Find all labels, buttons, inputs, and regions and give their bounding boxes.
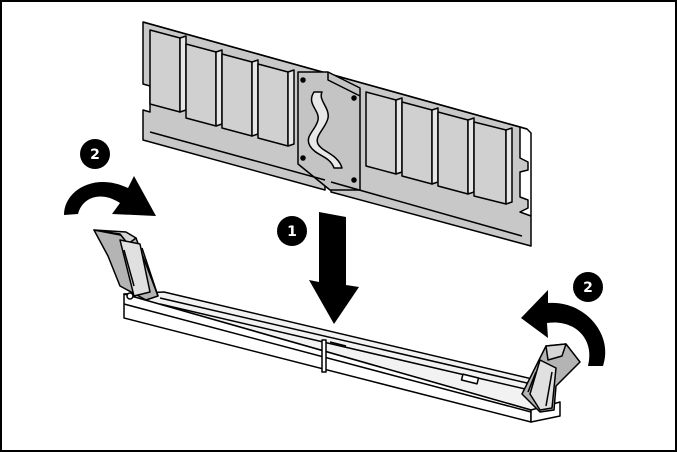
memory-module [142,21,532,247]
memory-chips-left [149,29,295,147]
svg-text:2: 2 [90,147,100,163]
insert-down-arrow [309,212,359,324]
callout-step-1: 1 [277,216,307,246]
svg-text:2: 2 [583,280,593,296]
callout-step-2-left: 2 [80,139,110,169]
callout-step-2-right: 2 [573,272,603,302]
left-latch-rotation-arrow [64,176,156,216]
svg-text:1: 1 [287,224,297,240]
right-latch-rotation-arrow [521,290,606,366]
right-latch[interactable] [521,343,581,413]
left-latch[interactable] [93,229,159,301]
memory-chips-right [365,91,513,205]
heat-spreader-clip [297,71,361,191]
slot-key-notch [321,339,327,373]
module-contact-edge [149,131,523,237]
